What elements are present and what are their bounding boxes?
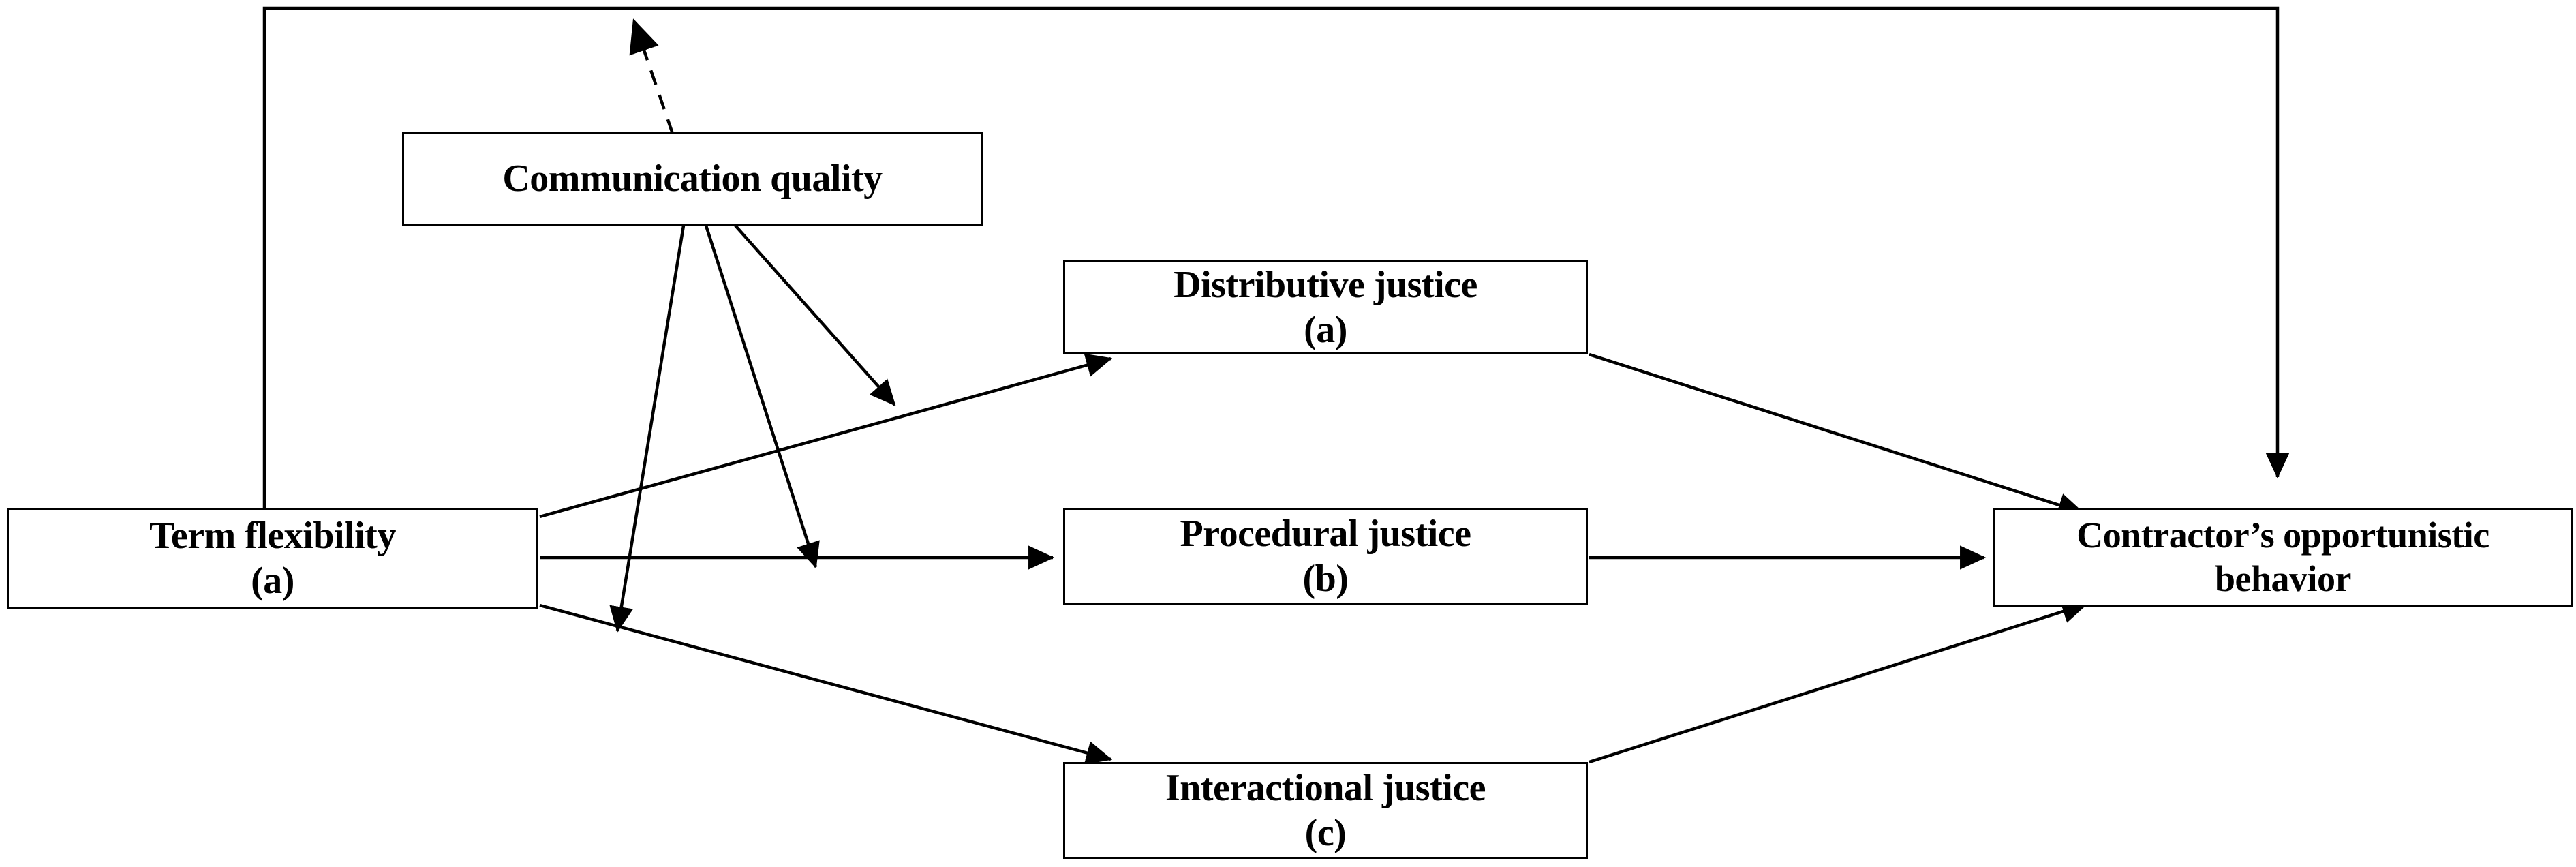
node-interactional-justice[interactable]: Interactional justice (c) xyxy=(1063,762,1588,859)
node-contractor-opportunistic-behavior[interactable]: Contractor’s opportunistic behavior xyxy=(1993,508,2573,607)
node-distributive-justice-title: Distributive justice xyxy=(1174,263,1477,306)
edge-term-flexibility-to-distributive-justice xyxy=(539,353,1113,519)
edge-distributive-justice-to-contractor xyxy=(1589,352,2085,517)
node-interactional-justice-sublabel: (c) xyxy=(1304,812,1347,854)
node-interactional-justice-title: Interactional justice xyxy=(1165,766,1486,809)
node-term-flexibility[interactable]: Term flexibility (a) xyxy=(7,508,538,609)
node-distributive-justice[interactable]: Distributive justice (a) xyxy=(1063,260,1588,354)
node-procedural-justice[interactable]: Procedural justice (b) xyxy=(1063,508,1588,605)
edge-interactional-justice-to-contractor xyxy=(1589,600,2089,764)
edge-term-flexibility-to-contractor-direct xyxy=(262,6,2290,508)
node-contractor-opportunistic-behavior-title: Contractor’s opportunistic xyxy=(2076,515,2489,556)
node-term-flexibility-title: Term flexibility xyxy=(149,514,396,557)
edge-communication-quality-moderates-direct-path xyxy=(629,18,675,134)
node-contractor-opportunistic-behavior-sublabel: behavior xyxy=(2214,558,2352,599)
node-communication-quality-title: Communication quality xyxy=(502,157,883,200)
node-term-flexibility-sublabel: (a) xyxy=(251,560,294,602)
node-procedural-justice-sublabel: (b) xyxy=(1302,558,1349,600)
edge-communication-quality-moderates-interactional-path xyxy=(609,225,686,633)
edge-communication-quality-moderates-procedural-path xyxy=(704,225,820,569)
edge-communication-quality-moderates-distributive-path xyxy=(734,224,896,406)
node-distributive-justice-sublabel: (a) xyxy=(1304,309,1347,351)
node-communication-quality[interactable]: Communication quality xyxy=(402,132,983,226)
edge-term-flexibility-to-interactional-justice xyxy=(539,603,1113,765)
node-procedural-justice-title: Procedural justice xyxy=(1180,512,1471,555)
